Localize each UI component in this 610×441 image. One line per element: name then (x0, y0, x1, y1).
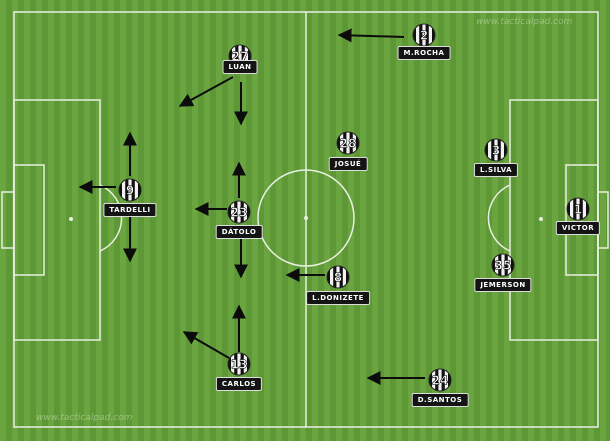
player-number-ldonizete: 8 (334, 271, 342, 285)
player-name-lsilva: L.SILVA (473, 163, 519, 177)
arrow-luan-left (178, 76, 234, 107)
player-shirt-ldonizete: 8 (326, 265, 350, 289)
player-name-datolo: DÁTOLO (215, 225, 263, 239)
watermark-bottom: www.tacticalpad.com (36, 413, 133, 423)
player-shirt-victor: 1 (566, 197, 590, 221)
goal-right (597, 191, 609, 249)
player-number-datolo: 23 (231, 206, 248, 220)
player-name-tardelli: TARDELLI (103, 203, 157, 217)
player-number-jemerson: 35 (495, 259, 512, 273)
pitch-markings (1, 11, 609, 428)
player-number-carlos: 13 (231, 358, 248, 372)
watermark-top: www.tacticalpad.com (476, 17, 573, 27)
player-shirt-dsantos: 24 (428, 368, 452, 392)
player-shirt-mrocha: 2 (412, 23, 436, 47)
penalty-spot-left (69, 217, 73, 221)
player-name-luan: LUAN (222, 60, 258, 74)
player-shirt-lsilva: 3 (484, 138, 508, 162)
player-number-tardelli: 9 (126, 184, 134, 198)
player-number-victor: 1 (574, 203, 582, 217)
player-name-carlos: CARLOS (215, 377, 263, 391)
player-name-mrocha: M.ROCHA (397, 46, 451, 60)
player-name-jemerson: JEMERSON (474, 278, 532, 292)
player-number-josue: 28 (340, 137, 357, 151)
arrow-mrocha (337, 28, 405, 43)
center-circle (257, 169, 355, 267)
player-number-mrocha: 2 (420, 29, 428, 43)
penalty-arc-right (487, 184, 511, 252)
player-shirt-josue: 28 (336, 131, 360, 155)
player-shirt-datolo: 23 (227, 200, 251, 224)
player-name-ldonizete: L.DONIZETE (306, 291, 370, 305)
player-name-dsantos: D.SANTOS (411, 393, 469, 407)
penalty-arc-left (99, 184, 123, 252)
player-name-josue: JOSUÉ (328, 157, 368, 171)
player-number-lsilva: 3 (492, 144, 500, 158)
player-shirt-tardelli: 9 (118, 178, 142, 202)
player-shirt-carlos: 13 (227, 352, 251, 376)
arrow-carlos-left (182, 331, 230, 359)
goal-left (1, 191, 15, 249)
penalty-spot-right (539, 217, 543, 221)
player-name-victor: VICTOR (555, 221, 601, 235)
player-number-dsantos: 24 (432, 374, 449, 388)
player-shirt-jemerson: 35 (491, 253, 515, 277)
center-spot (304, 216, 308, 220)
